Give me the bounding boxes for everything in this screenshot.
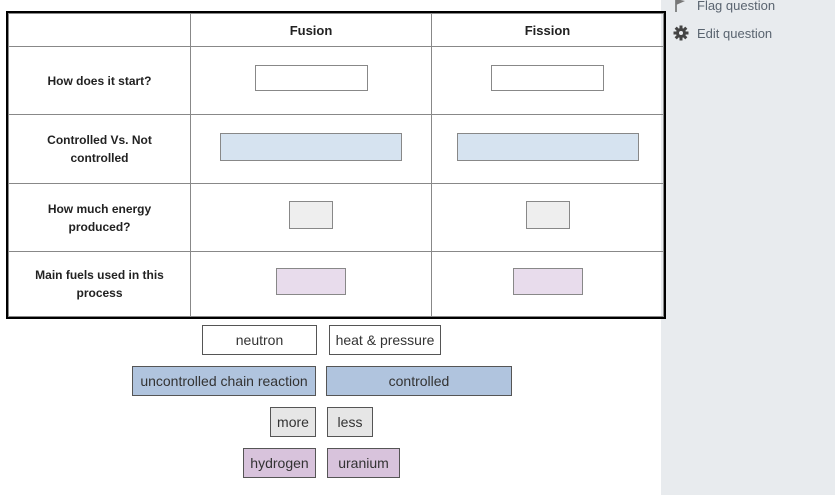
cell-fusion-fuels [190,251,432,317]
cell-fission-energy [431,183,664,252]
drop-zone-fission-start[interactable] [491,65,604,91]
table-row: Main fuels used in this process [8,251,664,317]
drop-zone-fusion-controlled[interactable] [220,132,402,161]
table-row: Controlled Vs. Not controlled [8,114,664,184]
drag-item-more[interactable]: more [270,407,316,437]
header-fusion: Fusion [190,13,432,47]
flag-question-link[interactable]: Flag question [675,0,776,13]
header-empty [8,13,191,47]
drop-zone-fusion-start[interactable] [254,65,368,91]
flag-icon [675,0,685,12]
drag-item-uncontrolled-chain-reaction[interactable]: uncontrolled chain reaction [132,366,316,396]
table-row: How does it start? [8,46,664,115]
table-row: How much energy produced? [8,183,664,252]
drop-zone-fission-controlled[interactable] [456,132,639,161]
edit-question-link[interactable]: Edit question [673,25,773,41]
drop-zone-fission-energy[interactable] [525,201,570,229]
row-label-start: How does it start? [8,46,191,115]
drag-item-neutron[interactable]: neutron [202,325,317,355]
cell-fission-fuels [431,251,664,317]
drop-zone-fusion-energy[interactable] [289,201,333,229]
gear-icon [673,25,689,41]
cell-fusion-start [190,46,432,115]
drag-item-uranium[interactable]: uranium [327,448,400,478]
drop-zone-fusion-fuels[interactable] [276,268,346,295]
question-sidebar: Flag question Edit question [661,0,835,495]
cell-fission-start [431,46,664,115]
flag-question-label: Flag question [697,0,776,13]
row-label-energy: How much energy produced? [8,183,191,252]
cell-fusion-controlled [190,114,432,184]
row-label-fuels: Main fuels used in this process [8,251,191,317]
edit-question-label: Edit question [697,26,773,41]
drag-drop-table: Fusion Fission How does it start? Contro… [6,11,666,319]
drag-item-less[interactable]: less [327,407,373,437]
cell-fission-controlled [431,114,664,184]
table-header-row: Fusion Fission [8,13,664,47]
row-label-controlled: Controlled Vs. Not controlled [8,114,191,184]
drag-item-controlled[interactable]: controlled [326,366,512,396]
drop-zone-fission-fuels[interactable] [512,268,583,295]
drag-item-heat-pressure[interactable]: heat & pressure [329,325,441,355]
drag-item-hydrogen[interactable]: hydrogen [243,448,316,478]
cell-fusion-energy [190,183,432,252]
header-fission: Fission [431,13,664,47]
